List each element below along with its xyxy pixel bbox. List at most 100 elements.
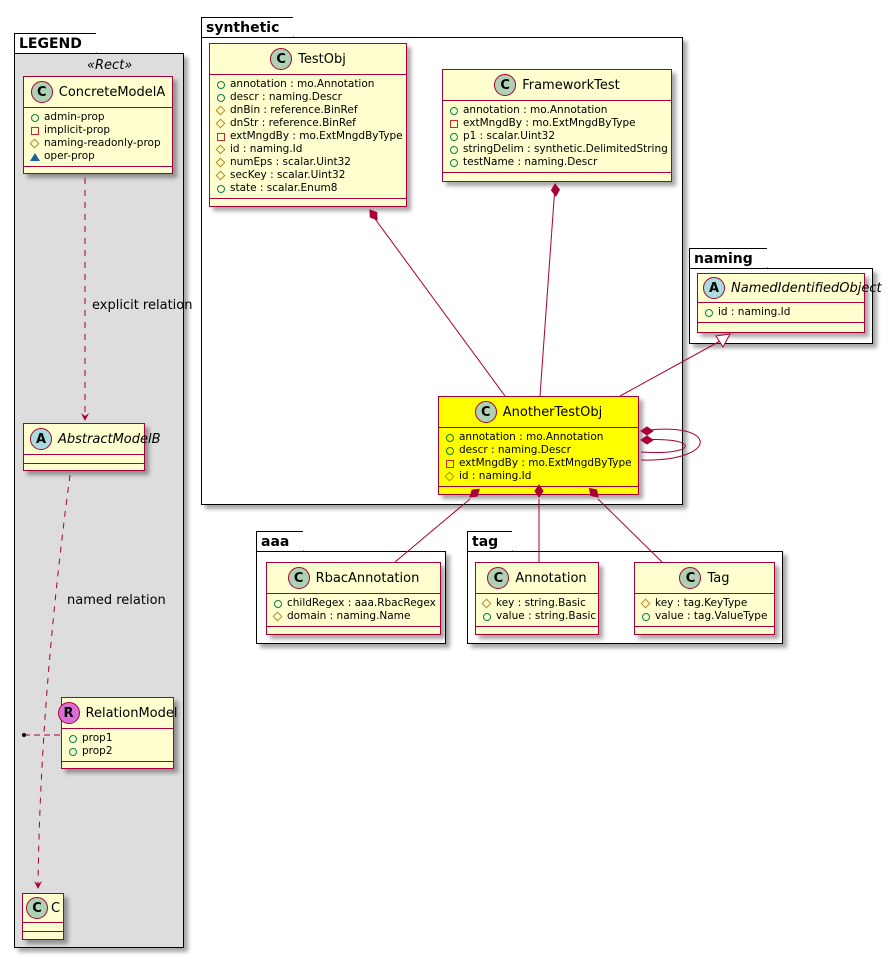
attribute-text: id : naming.Id xyxy=(230,143,303,155)
attribute-text: prop2 xyxy=(82,745,113,757)
protected-visibility-icon xyxy=(30,139,39,148)
package-tab-tag: tag xyxy=(467,531,521,552)
package-tab-synthetic: synthetic xyxy=(201,17,302,38)
class-badge-icon: C xyxy=(487,567,510,589)
attribute-text: childRegex : aaa.RbacRegex xyxy=(287,597,436,609)
class-name: AnotherTestObj xyxy=(502,404,603,420)
public-visibility-icon xyxy=(449,158,458,167)
attribute-row: key : string.Basic xyxy=(482,597,592,610)
attribute-row: extMngdBy : mo.ExtMngdByType xyxy=(216,130,403,143)
package-visibility-icon xyxy=(30,152,39,161)
public-visibility-icon xyxy=(68,747,77,756)
attribute-row: naming-readonly-prop xyxy=(30,137,166,150)
attribute-text: implicit-prop xyxy=(44,124,111,136)
package-legend xyxy=(14,53,184,948)
attribute-text: value : tag.ValueType xyxy=(655,610,768,622)
attribute-text: annotation : mo.Annotation xyxy=(459,431,604,443)
attribute-text: dnBin : reference.BinRef xyxy=(230,104,358,116)
attribute-row: value : string.Basic xyxy=(482,610,596,623)
attribute-text: key : string.Basic xyxy=(496,597,586,609)
attribute-text: annotation : mo.Annotation xyxy=(230,78,375,90)
package-tab-aaa: aaa xyxy=(256,531,312,552)
attribute-text: numEps : scalar.Uint32 xyxy=(230,156,351,168)
attribute-text: extMngdBy : mo.ExtMngdByType xyxy=(463,117,636,129)
class-badge-icon: C xyxy=(287,567,310,589)
attribute-row: annotation : mo.Annotation xyxy=(216,78,400,91)
attribute-row: testName : naming.Descr xyxy=(449,156,665,169)
package-tab-naming: naming xyxy=(689,248,775,269)
attribute-row: admin-prop xyxy=(30,111,166,124)
attribute-row: state : scalar.Enum8 xyxy=(216,182,400,195)
attribute-row: descr : naming.Descr xyxy=(445,444,632,457)
attribute-text: descr : naming.Descr xyxy=(230,91,342,103)
attribute-text: extMngdBy : mo.ExtMngdByType xyxy=(230,130,403,142)
attribute-row: secKey : scalar.Uint32 xyxy=(216,169,400,182)
attribute-text: naming-readonly-prop xyxy=(44,137,161,149)
attribute-text: admin-prop xyxy=(44,111,105,123)
attribute-text: testName : naming.Descr xyxy=(463,156,598,168)
attribute-text: state : scalar.Enum8 xyxy=(230,182,338,194)
public-visibility-icon xyxy=(30,113,39,122)
package-tab-legend: LEGEND xyxy=(14,33,104,54)
class-badge-icon: C xyxy=(26,897,48,919)
protected-visibility-icon xyxy=(216,119,225,128)
public-visibility-icon xyxy=(641,612,650,621)
class-badge-icon: C xyxy=(494,74,517,96)
attribute-text: prop1 xyxy=(82,732,113,744)
protected-visibility-icon xyxy=(216,106,225,115)
class-name: Annotation xyxy=(515,570,587,586)
attribute-text: annotation : mo.Annotation xyxy=(463,104,608,116)
class-badge-icon: C xyxy=(474,401,497,423)
attribute-row: prop1 xyxy=(68,732,167,745)
attribute-text: stringDelim : synthetic.DelimitedString xyxy=(463,143,668,155)
attribute-row: annotation : mo.Annotation xyxy=(449,104,665,117)
class-name: Tag xyxy=(707,570,730,586)
attribute-row: dnBin : reference.BinRef xyxy=(216,104,400,117)
attribute-row: numEps : scalar.Uint32 xyxy=(216,156,400,169)
public-visibility-icon xyxy=(449,106,458,115)
abstract-badge-icon: A xyxy=(30,428,52,450)
class-anothertestobj[interactable]: C AnotherTestObj annotation : mo.Annotati… xyxy=(438,396,639,495)
class-name: RelationModel xyxy=(85,705,178,721)
protected-visibility-icon xyxy=(445,472,454,481)
attribute-row: descr : naming.Descr xyxy=(216,91,400,104)
attribute-list: id : naming.Id xyxy=(698,303,864,323)
class-name: ConcreteModelA xyxy=(58,84,166,100)
protected-visibility-icon xyxy=(216,171,225,180)
attribute-text: extMngdBy : mo.ExtMngdByType xyxy=(459,457,632,469)
attribute-row: id : naming.Id xyxy=(216,143,400,156)
attribute-row: extMngdBy : mo.ExtMngdByType xyxy=(449,117,665,130)
public-visibility-icon xyxy=(68,734,77,743)
public-visibility-icon xyxy=(704,308,713,317)
protected-visibility-icon xyxy=(641,599,650,608)
private-visibility-icon xyxy=(445,459,454,468)
attribute-text: value : string.Basic xyxy=(496,610,597,622)
attribute-text: descr : naming.Descr xyxy=(459,444,571,456)
attribute-text: dnStr : reference.BinRef xyxy=(230,117,356,129)
attribute-row: prop2 xyxy=(68,745,167,758)
protected-visibility-icon xyxy=(216,158,225,167)
public-visibility-icon xyxy=(449,145,458,154)
attribute-row: key : tag.KeyType xyxy=(641,597,768,610)
private-visibility-icon xyxy=(30,126,39,135)
named-relation-label: named relation xyxy=(67,593,166,608)
attribute-row: value : tag.ValueType xyxy=(641,610,768,623)
relation-badge-icon: R xyxy=(57,702,80,724)
attribute-row: domain : naming.Name xyxy=(273,610,434,623)
attribute-row: p1 : scalar.Uint32 xyxy=(449,130,665,143)
